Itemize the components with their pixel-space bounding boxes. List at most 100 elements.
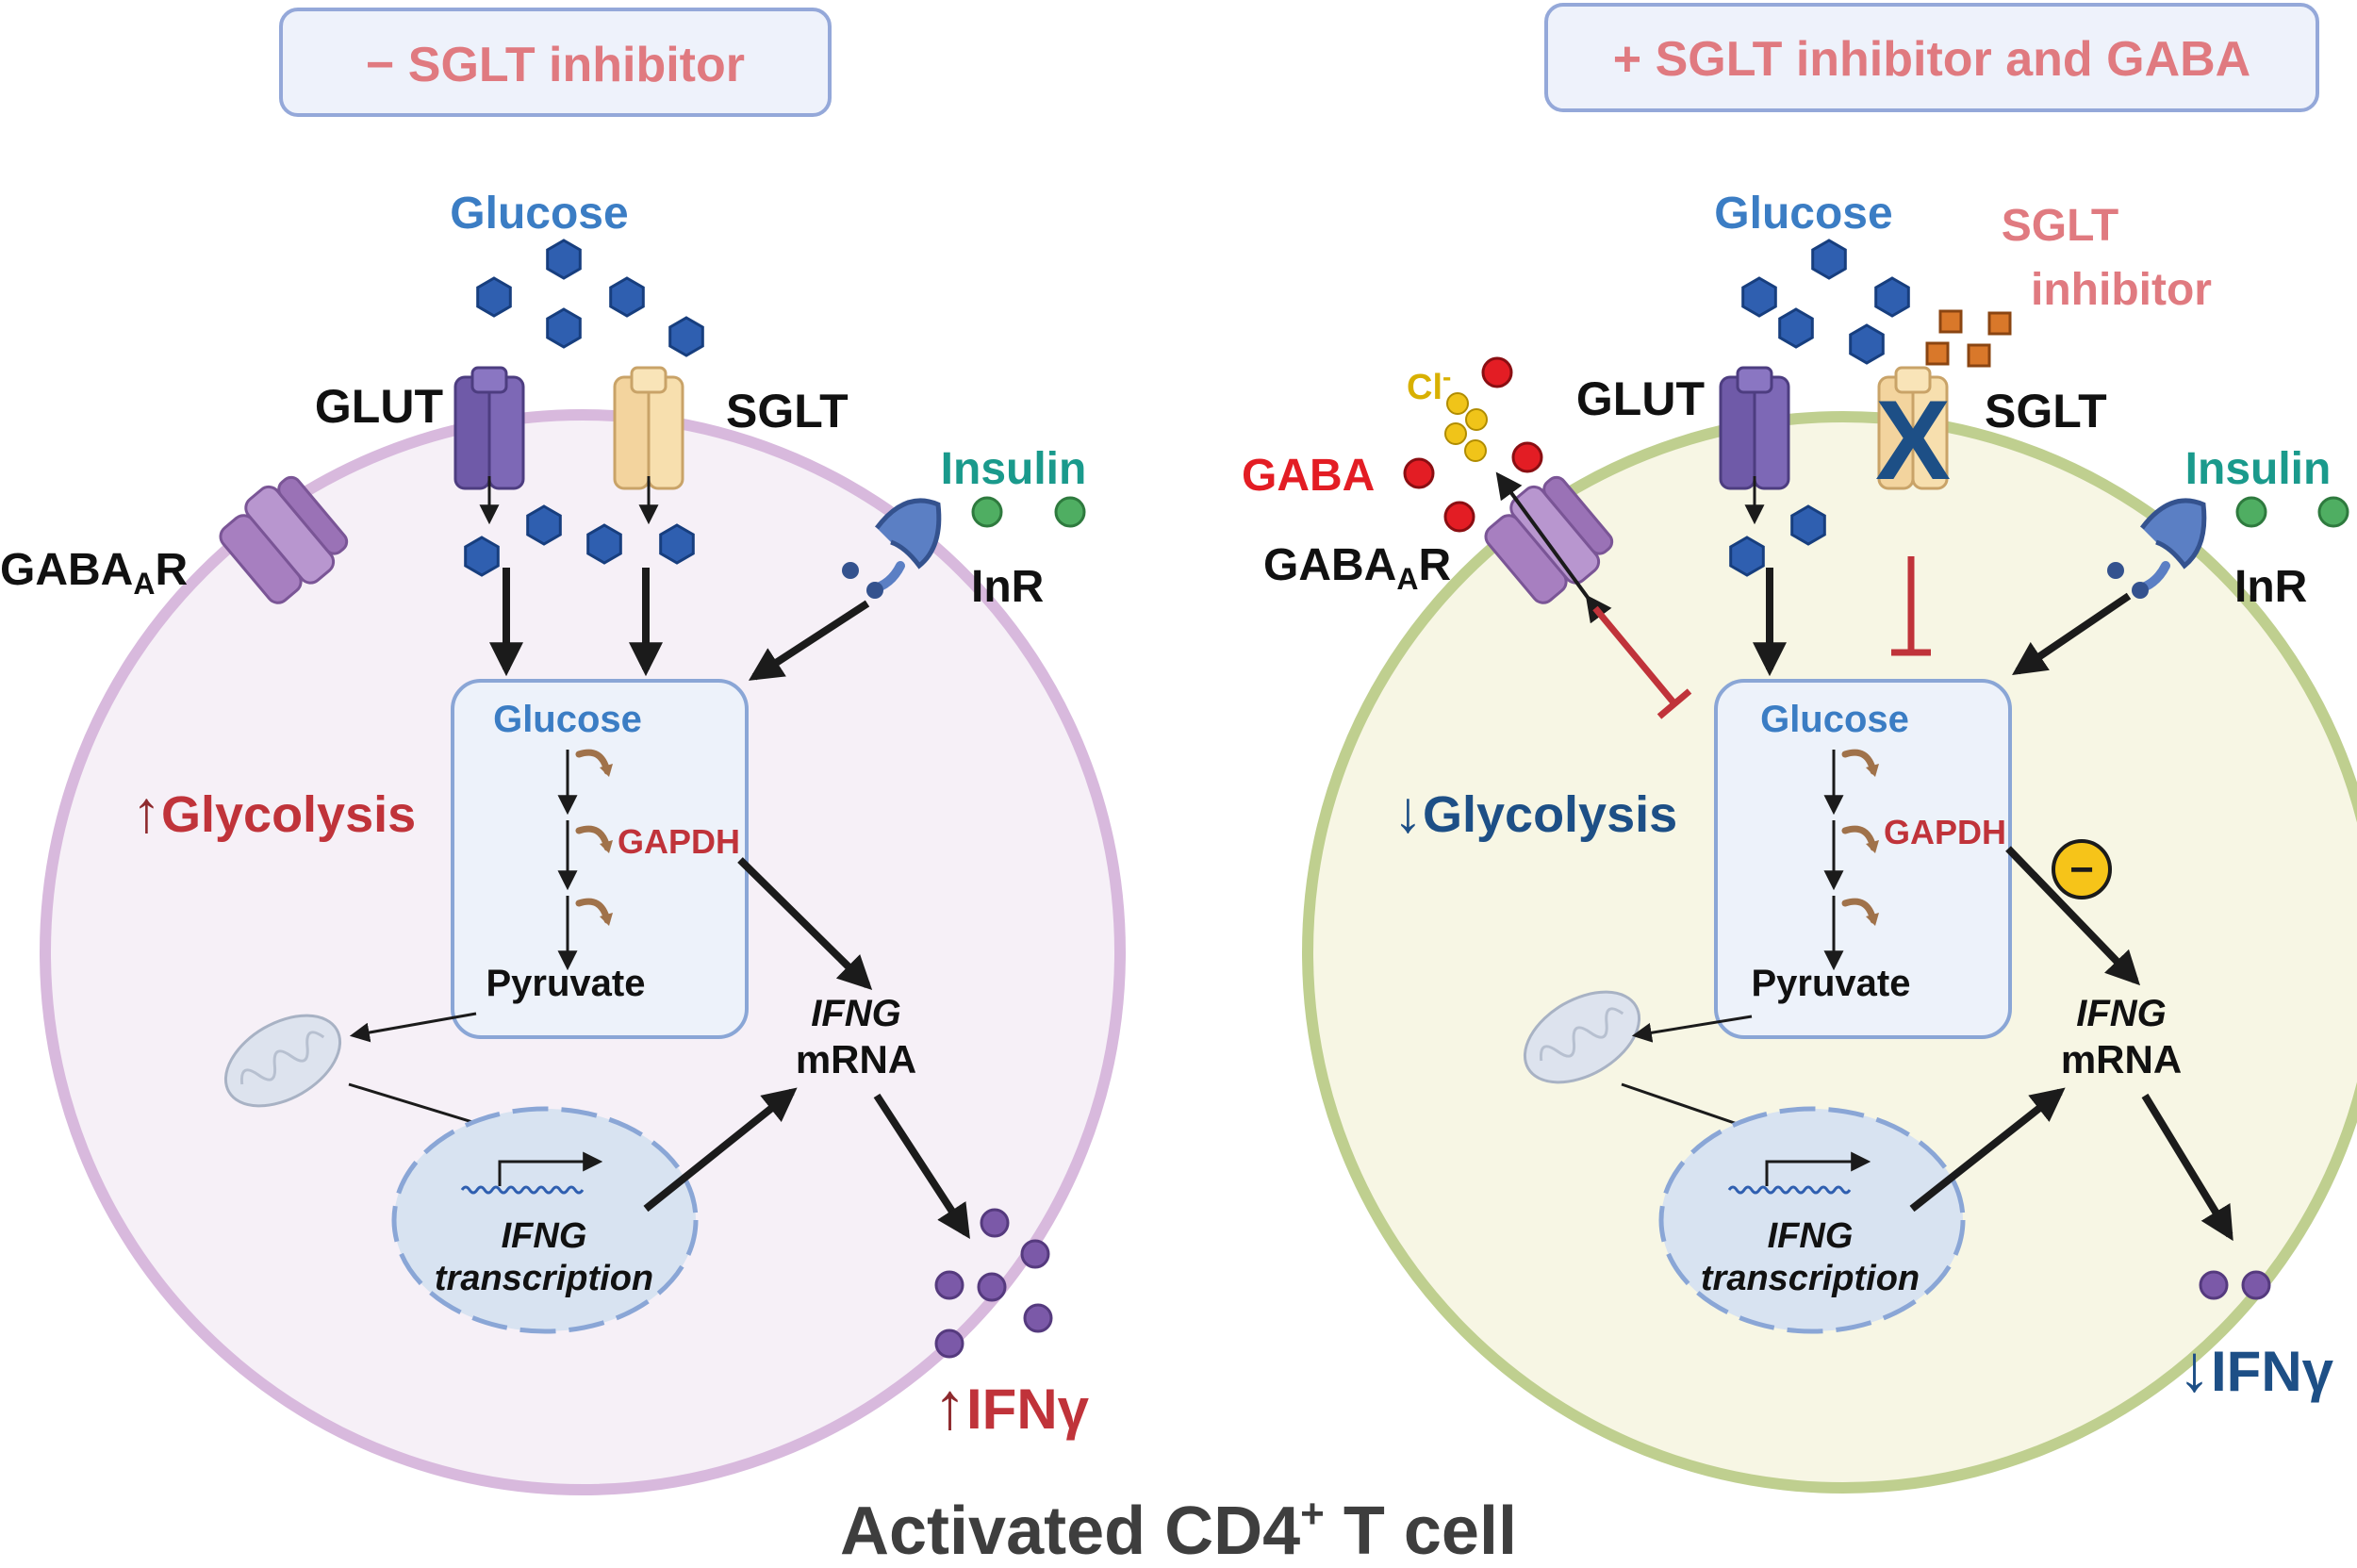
left-gabaar-label: GABAAR: [0, 545, 188, 601]
right-gapdh-label: GAPDH: [1884, 813, 2006, 851]
left-gabaar-channel: [219, 475, 349, 604]
glucose-hexagon: [609, 276, 645, 318]
inhibitor-square: [1967, 343, 1991, 368]
left-glut-label: GLUT: [315, 380, 443, 433]
right-mitochondrion: [1523, 990, 1641, 1084]
right-gapdh-to-mrna-arrow: [2005, 846, 2140, 986]
left-dna-icon: [460, 1185, 585, 1195]
cl-ion: [1446, 392, 1469, 415]
ifny-molecule: [1023, 1303, 1053, 1333]
left-ifny-molecules: [934, 1208, 1053, 1359]
sglt-inhibition-bar: [1891, 556, 1931, 656]
left-inr-to-box-arrow: [748, 600, 870, 681]
left-mrna-to-ifny-arrow: [873, 1093, 970, 1240]
glucose-hexagon: [1741, 276, 1777, 318]
left-title: − SGLT inhibitor: [366, 38, 745, 92]
glucose-hexagon: [1729, 536, 1765, 577]
glucose-hexagon: [586, 523, 622, 565]
right-inr-to-box-arrow: [2012, 592, 2132, 676]
inhibitor-square: [1987, 311, 2012, 336]
right-inr-label: InR: [2234, 562, 2307, 612]
left-glycolysis-box: [451, 679, 749, 1039]
gabaar-inhibition-bar: [1592, 605, 1692, 719]
right-glycolysis-label: ↓Glycolysis: [1393, 780, 1677, 845]
right-glycolysis-box: [1714, 679, 2012, 1039]
left-inr-label: InR: [971, 562, 1044, 612]
left-nucleus: [391, 1106, 699, 1334]
sglt-block-x-icon: X: [1875, 377, 1951, 503]
gaba-molecule: [1481, 356, 1513, 388]
left-box-glucose-label: Glucose: [493, 699, 642, 740]
insulin-molecule: [1054, 496, 1086, 528]
left-ifny-label: ↑IFNγ: [933, 1369, 1090, 1443]
gaba-label: GABA: [1242, 451, 1375, 501]
right-sglt-label: SGLT: [1985, 385, 2107, 437]
left-glucose-label: Glucose: [450, 189, 628, 239]
sglt-inhibitor-molecules: [1925, 309, 2012, 368]
glucose-hexagon: [1778, 307, 1814, 349]
footer-title: Activated CD4+ T cell: [840, 1491, 1517, 1568]
right-ifng-gene-label: IFNG: [2076, 993, 2167, 1034]
right-gabaar-label: GABAAR: [1263, 540, 1451, 596]
right-nucleus-to-mrna-arrow: [1909, 1087, 2066, 1213]
suppression-badge: [2052, 839, 2112, 900]
left-insulin-label: Insulin: [941, 444, 1087, 494]
right-sglt-inhibitor-label-1: SGLT: [2002, 201, 2118, 251]
right-tx-gene-label: IFNG: [1768, 1216, 1854, 1256]
left-glycolysis-label: ↑Glycolysis: [132, 780, 416, 845]
left-tx-word-label: transcription: [435, 1259, 653, 1298]
left-ifng-gene-label: IFNG: [811, 993, 901, 1034]
right-insulin-receptor: [2107, 498, 2207, 599]
insulin-molecule: [2235, 496, 2267, 528]
gaba-molecule: [1403, 457, 1435, 489]
left-sglt-label: SGLT: [726, 385, 849, 437]
glucose-hexagon: [546, 307, 582, 349]
right-panel: + SGLT inhibitor and GABA Glucose SGLT i…: [1242, 3, 2357, 1494]
right-glucose-label: Glucose: [1714, 189, 1892, 239]
right-box-glucose-label: Glucose: [1760, 699, 1909, 740]
glucose-hexagon: [476, 276, 512, 318]
left-pyruvate-to-mito-arrow: [349, 1012, 477, 1043]
ifny-molecule: [934, 1329, 964, 1359]
left-sglt-transporter: [613, 366, 684, 490]
glucose-hexagon: [668, 316, 704, 357]
left-panel: − SGLT inhibitor Glucose GLUT: [0, 8, 1126, 1495]
glucose-hexagon: [659, 523, 695, 565]
right-mrna-to-ifny-arrow: [2141, 1093, 2233, 1242]
left-nucleus-to-mrna-arrow: [643, 1087, 798, 1213]
right-sglt-transporter: [1877, 366, 1949, 490]
right-dna-icon: [1727, 1185, 1852, 1195]
ifny-molecule: [977, 1272, 1007, 1302]
right-insulin-label: Insulin: [2185, 444, 2332, 494]
right-mrna-label: mRNA: [2061, 1037, 2182, 1081]
right-pyruvate-to-mito-arrow: [1631, 1015, 1753, 1043]
glucose-hexagon: [1811, 239, 1847, 280]
insulin-molecule: [2317, 496, 2349, 528]
cl-ion: [1464, 439, 1487, 462]
cl-ion-label: Cl-: [1407, 362, 1451, 407]
right-promoter-arrow: [1765, 1151, 1871, 1186]
left-gapdh-label: GAPDH: [618, 822, 740, 861]
suppression-minus-icon: −: [2069, 847, 2094, 893]
glucose-hexagon: [526, 504, 562, 546]
right-tx-word-label: transcription: [1701, 1259, 1920, 1298]
left-tx-gene-label: IFNG: [502, 1216, 587, 1256]
ifny-molecule: [1020, 1239, 1050, 1269]
ifny-molecule: [934, 1270, 964, 1300]
glucose-hexagon: [464, 536, 500, 577]
right-ifny-molecules: [2199, 1270, 2271, 1300]
left-title-box: [279, 8, 832, 117]
gaba-molecule: [1443, 501, 1475, 533]
glucose-hexagon: [1874, 276, 1910, 318]
right-nucleus: [1658, 1106, 1966, 1334]
cl-ion: [1465, 408, 1488, 431]
cl-ion: [1444, 422, 1467, 445]
left-pyruvate-label: Pyruvate: [486, 963, 646, 1004]
left-insulin-receptor: [842, 498, 942, 599]
right-ifny-label: ↓IFNγ: [2178, 1331, 2334, 1405]
right-glut-transporter: [1719, 366, 1790, 490]
glucose-hexagon: [546, 239, 582, 280]
right-glut-label: GLUT: [1576, 372, 1705, 425]
inhibitor-square: [1938, 309, 1963, 334]
